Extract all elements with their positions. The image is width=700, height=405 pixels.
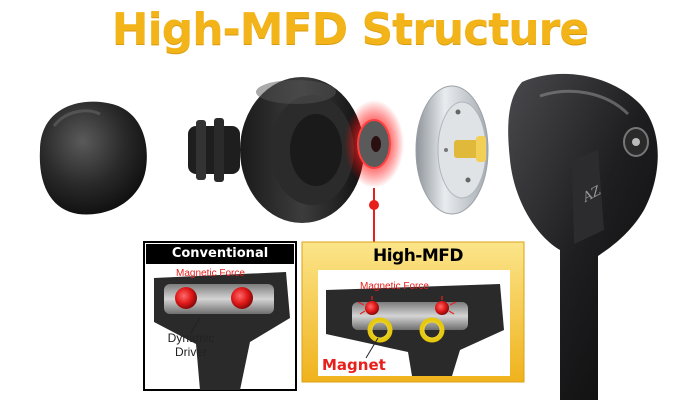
high-mfd-panel — [301, 241, 525, 383]
ear-tip — [39, 101, 147, 215]
conventional-panel — [143, 241, 297, 391]
magnet-label: Magnet — [322, 356, 386, 374]
magnetic-force-label-high-mfd: Magnetic Force — [360, 281, 429, 292]
earphone-body — [508, 73, 658, 400]
high-mfd-label: High-MFD — [372, 246, 464, 266]
magnet-ring-glow — [344, 100, 404, 188]
nozzle-housing — [188, 77, 364, 223]
page-title: High-MFD Structure — [111, 4, 589, 55]
dynamic-driver-label: Dynamic Driver — [167, 331, 215, 359]
magnetic-force-label-conventional: Magnetic Force — [176, 268, 245, 279]
driver-plate — [415, 85, 489, 215]
callout-pointer — [369, 188, 379, 242]
conventional-label: Conventional — [146, 244, 294, 264]
